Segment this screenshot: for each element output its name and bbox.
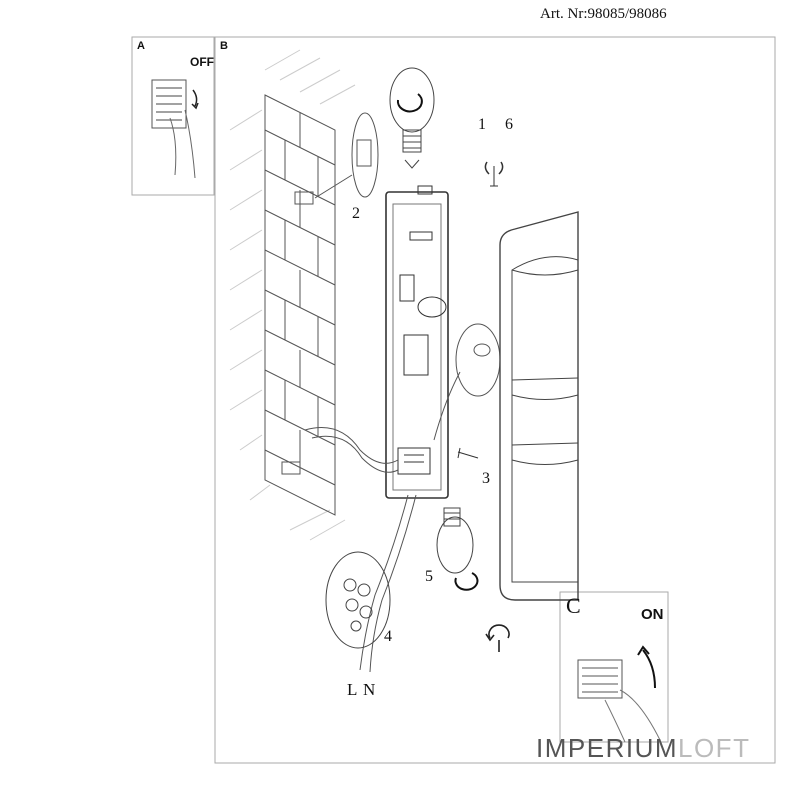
watermark: IMPERIUMLOFT: [536, 733, 750, 764]
step-number-1: 1: [478, 116, 486, 133]
panel-b-label: B: [220, 40, 228, 52]
wall-hatching: [229, 49, 356, 541]
wire-neutral-label: N: [363, 680, 376, 699]
switch-on-label: ON: [641, 606, 664, 623]
watermark-part1: IMPERIUM: [536, 733, 678, 763]
lamp-body: [499, 211, 579, 601]
article-number: Art. Nr:98085/98086: [540, 6, 667, 22]
wire-live-label: L: [347, 680, 358, 699]
screw-side: [457, 447, 479, 459]
watermark-part2: LOFT: [678, 733, 751, 763]
panel-a-label: A: [137, 40, 145, 52]
panel-a-frame: [131, 36, 215, 196]
panel-b-frame: [214, 36, 776, 764]
cable: [304, 427, 417, 673]
wall-plug-detail: [314, 112, 379, 199]
brick-wall: [264, 94, 336, 516]
panel-c-switch-illustration: [577, 645, 661, 743]
panel-c-label: C: [566, 593, 581, 618]
screw-top: [484, 161, 504, 187]
panel-c-frame: [559, 591, 669, 743]
step-number-6: 6: [505, 116, 513, 133]
step-number-4: 4: [384, 628, 392, 645]
terminal-block-detail: [325, 551, 391, 649]
panel-a-switch-illustration: [151, 79, 199, 179]
bulb-bottom: [436, 507, 479, 591]
step-number-2: 2: [352, 205, 360, 222]
step-number-3: 3: [482, 470, 490, 487]
socket-detail: [433, 323, 501, 441]
bulb-top: [389, 67, 435, 169]
step-number-5: 5: [425, 568, 433, 585]
rotate-arrow-bottom: [485, 624, 510, 652]
switch-off-label: OFF: [190, 55, 214, 69]
mounting-base: [385, 185, 449, 499]
